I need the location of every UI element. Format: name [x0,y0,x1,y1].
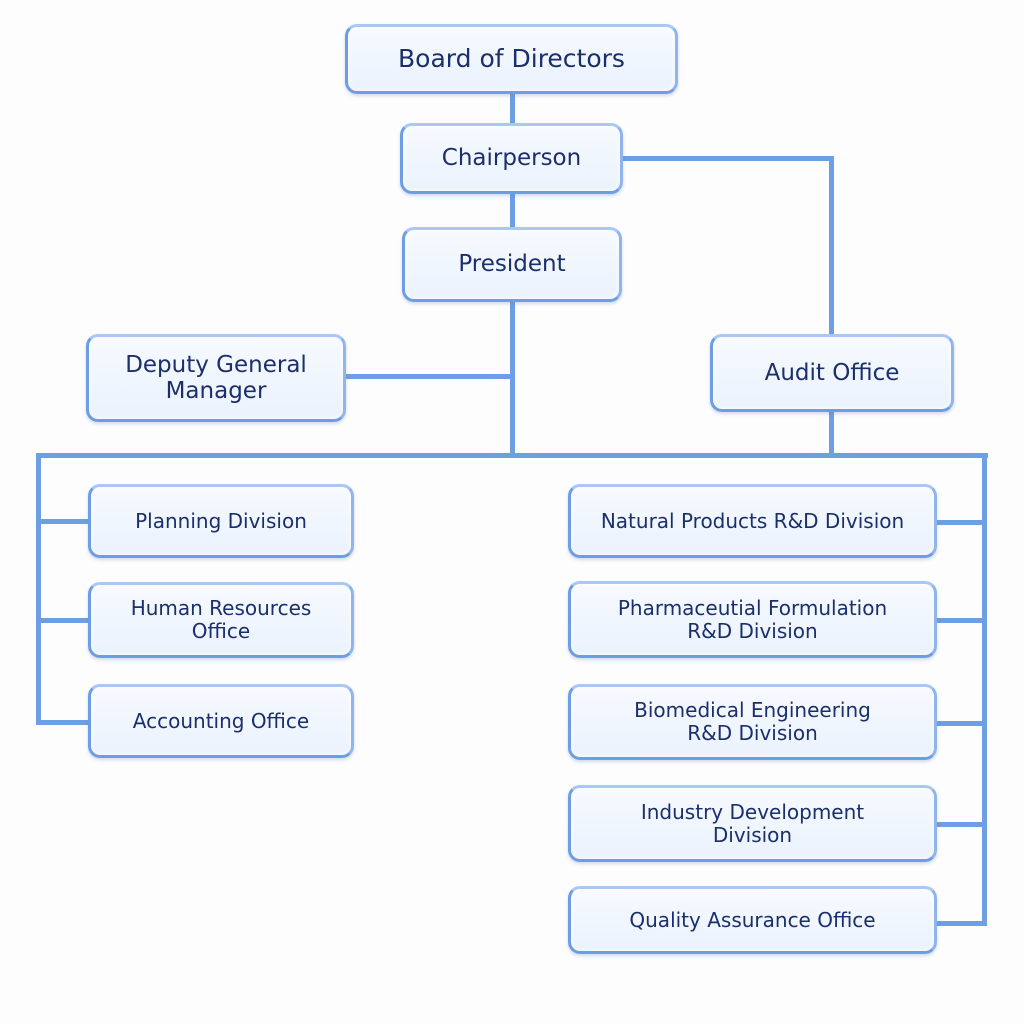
node-industry-development: Industry Development Division [568,785,937,862]
connector-right-1 [934,520,987,525]
connector-right-3 [934,721,987,726]
node-natural-products-rd: Natural Products R&D Division [568,484,937,558]
connector-right-4 [934,822,987,827]
connector-audit-down [829,410,834,457]
node-chairperson: Chairperson [400,123,623,194]
connector-main-horizontal [36,453,988,458]
node-pharmaceutical-formulation-rd: Pharmaceutial Formulation R&D Division [568,581,937,658]
node-accounting-office: Accounting Office [88,684,354,758]
connector-right-2 [934,618,987,623]
connector-president-down [510,301,515,458]
node-planning-division: Planning Division [88,484,354,558]
connector-left-3 [36,720,92,725]
node-biomedical-engineering-rd: Biomedical Engineering R&D Division [568,684,937,760]
connector-board-chair [510,93,515,125]
node-quality-assurance-office: Quality Assurance Office [568,886,937,954]
connector-deputy [344,374,514,379]
node-human-resources-office: Human Resources Office [88,582,354,658]
connector-chair-right [622,156,834,161]
node-board-of-directors: Board of Directors [345,24,678,94]
node-president: President [402,227,622,302]
node-deputy-general-manager: Deputy General Manager [86,334,346,422]
connector-right-vertical [982,453,987,926]
connector-chair-president [510,193,515,229]
connector-right-5 [934,921,987,926]
connector-left-vertical [36,453,41,725]
node-audit-office: Audit Office [710,334,954,412]
connector-audit-vertical-top [829,156,834,337]
connector-left-2 [36,618,92,623]
connector-left-1 [36,519,92,524]
